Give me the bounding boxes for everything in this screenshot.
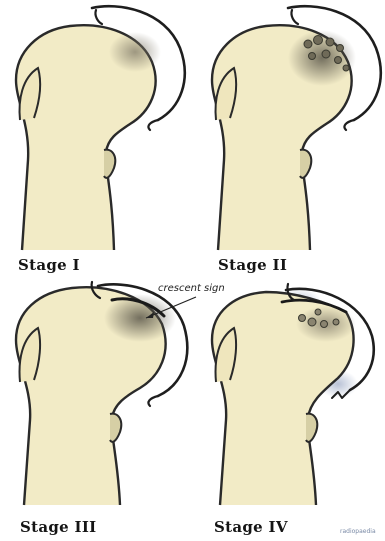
ilium-line [95, 10, 102, 24]
ilium-line [291, 10, 298, 24]
stage-2-label: Stage II [218, 256, 287, 274]
stage-3-label: Stage III [20, 518, 96, 536]
panel-stage-3 [16, 282, 196, 505]
acetabulum-tip [148, 120, 158, 130]
acetabulum-tip [344, 120, 354, 130]
lesser-trochanter [300, 150, 311, 178]
acetabulum-tip [148, 396, 158, 406]
panel-stage-1 [16, 6, 185, 250]
crescent-sign-annotation: crescent sign [158, 283, 225, 294]
early-necrosis-shading [109, 32, 161, 72]
lesser-trochanter [110, 414, 121, 442]
stage-4-label: Stage IV [214, 518, 288, 536]
lesser-trochanter [306, 414, 317, 442]
stage-1-label: Stage I [18, 256, 80, 274]
source-watermark: radiopaedia [340, 528, 376, 535]
lesser-trochanter [104, 150, 115, 178]
panel-stage-4 [212, 284, 374, 505]
panel-stage-2 [212, 6, 381, 250]
